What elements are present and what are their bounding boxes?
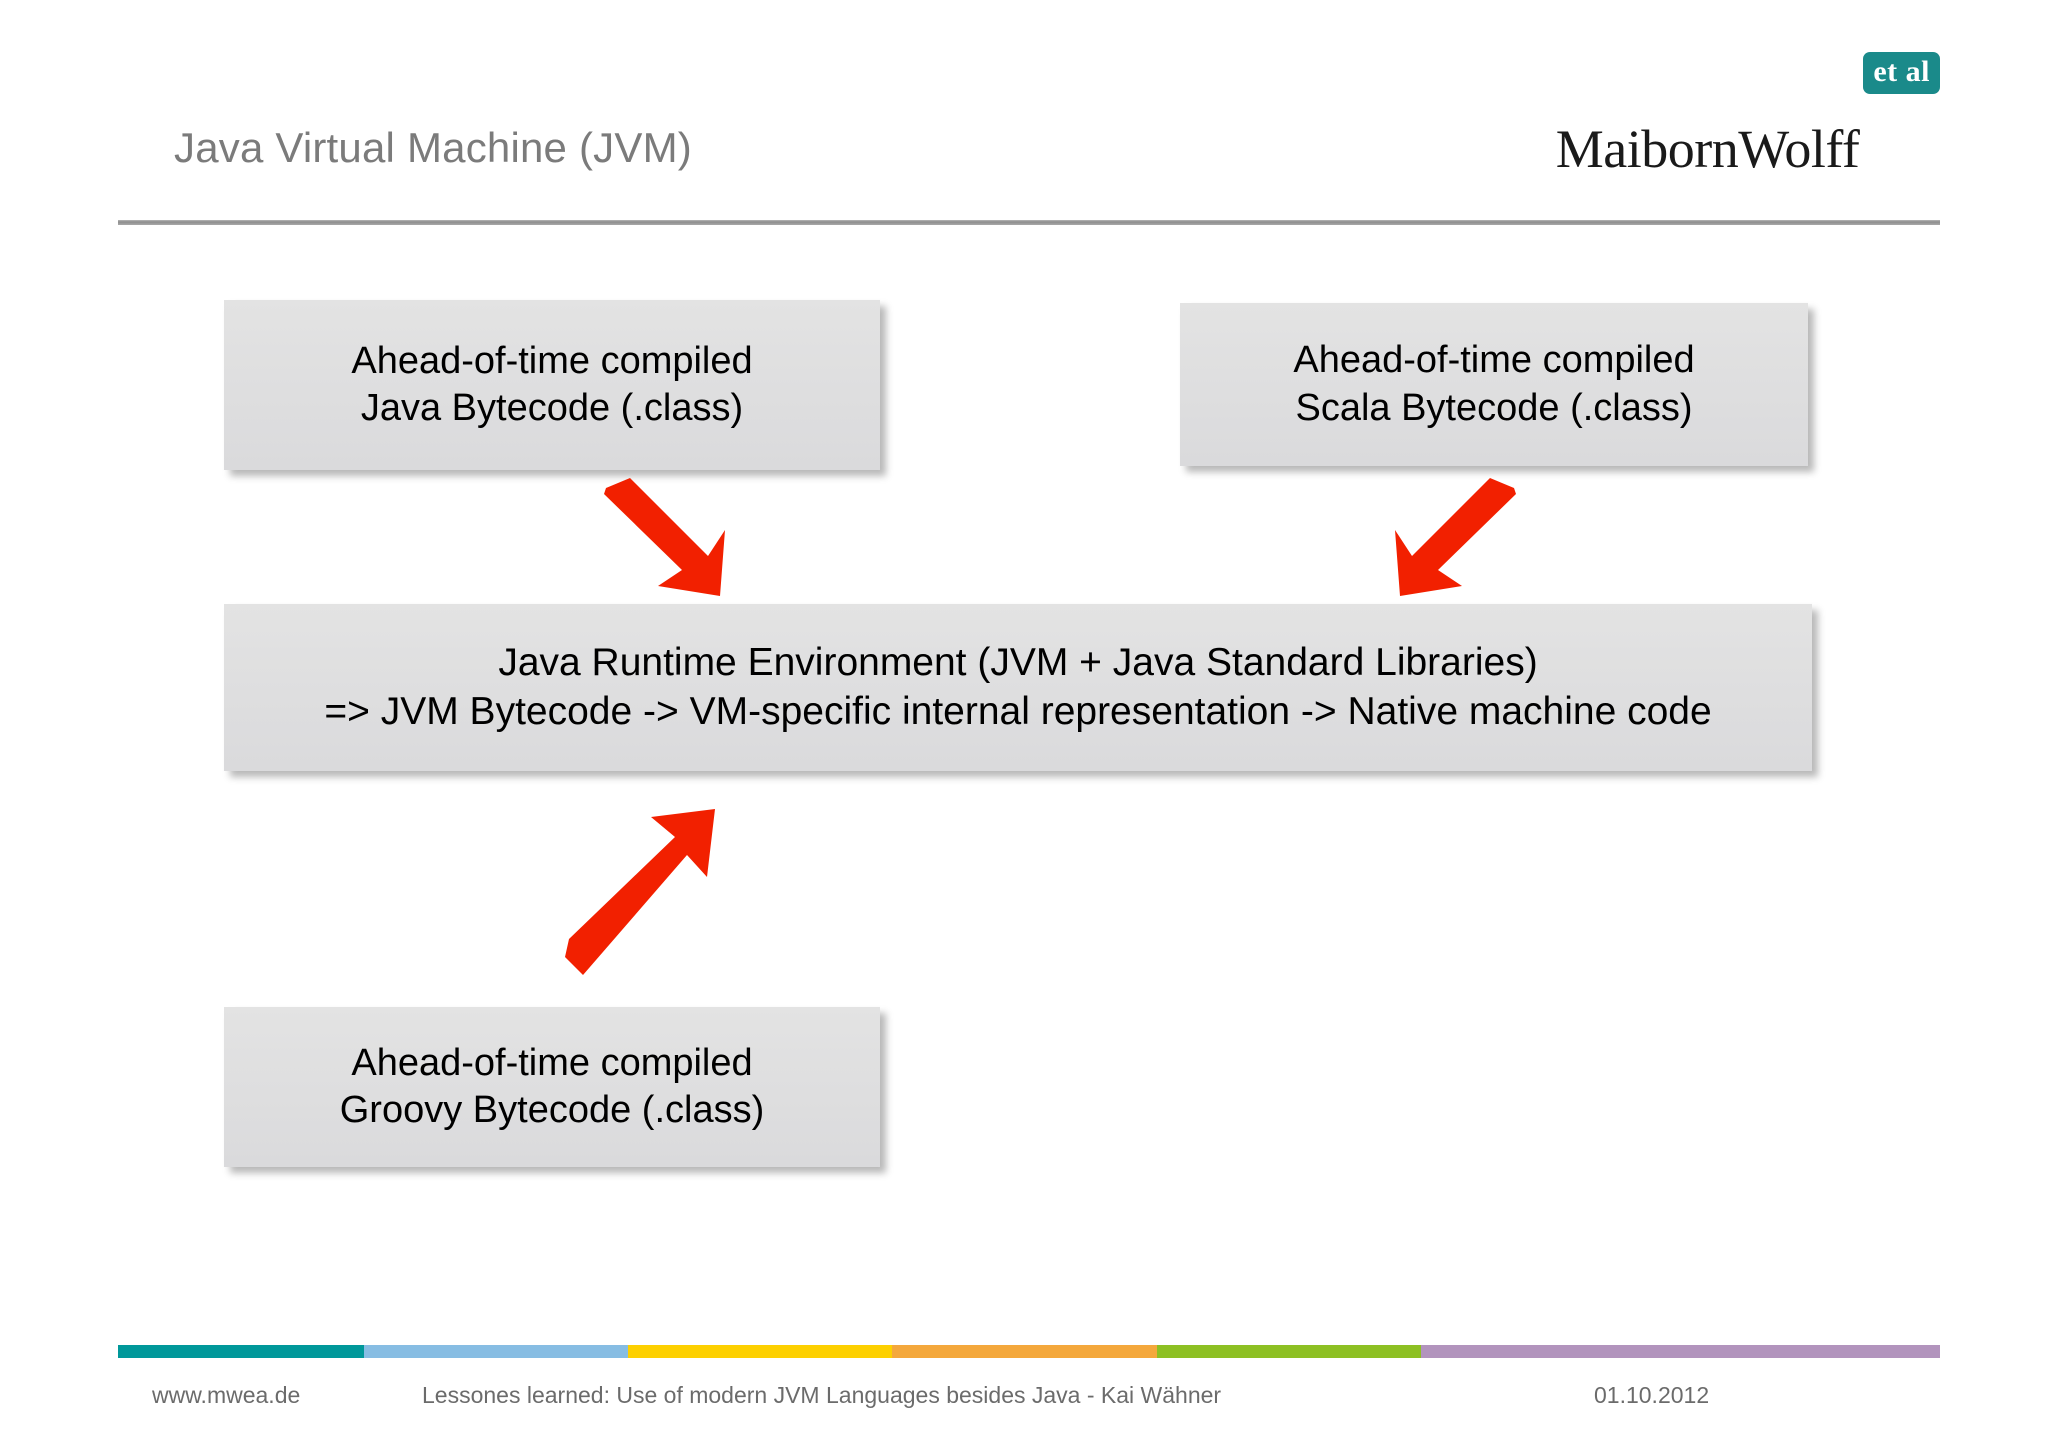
footer-colorbar-segment-green: [1156, 1345, 1421, 1358]
box-scala-line1: Ahead-of-time compiled: [1293, 339, 1695, 382]
footer-website-url[interactable]: www.mwea.de: [152, 1382, 301, 1408]
footer-colorbar-segment-yellow: [628, 1345, 893, 1358]
footer-color-bar: [118, 1345, 1940, 1358]
box-jre-line2: => JVM Bytecode -> VM-specific internal …: [324, 689, 1712, 733]
arrow-up-right-icon: [565, 809, 715, 975]
logo-wordmark: MaibornWolff: [1555, 119, 1860, 179]
box-groovy-bytecode: Ahead-of-time compiled Groovy Bytecode (…: [224, 1007, 880, 1167]
footer-topic-text: Lessones learned: Use of modern JVM Lang…: [422, 1382, 1222, 1408]
box-scala-line2: Scala Bytecode (.class): [1295, 386, 1693, 429]
box-jre-line1: Java Runtime Environment (JVM + Java Sta…: [498, 641, 1538, 685]
box-java-bytecode: Ahead-of-time compiled Java Bytecode (.c…: [224, 300, 880, 470]
page-title: Java Virtual Machine (JVM): [174, 124, 692, 171]
box-java-line2: Java Bytecode (.class): [360, 387, 744, 429]
logo-et-al-badge: et al: [1863, 52, 1940, 94]
box-groovy-line2: Groovy Bytecode (.class): [339, 1089, 765, 1131]
box-scala-bytecode: Ahead-of-time compiled Scala Bytecode (.…: [1180, 303, 1808, 466]
footer-colorbar-segment-light-blue: [363, 1345, 629, 1358]
box-java-runtime-environment: Java Runtime Environment (JVM + Java Sta…: [224, 604, 1812, 771]
arrow-down-right-icon: [604, 478, 725, 596]
header-divider: [118, 220, 1940, 225]
footer-date: 01.10.2012: [1594, 1382, 1710, 1408]
footer-colorbar-segment-purple: [1420, 1345, 1940, 1358]
box-java-line1: Ahead-of-time compiled: [351, 339, 753, 382]
footer-colorbar-segment-teal: [118, 1345, 364, 1358]
box-groovy-line1: Ahead-of-time compiled: [351, 1041, 753, 1084]
arrow-down-left-icon: [1395, 478, 1516, 596]
footer-colorbar-segment-orange: [892, 1345, 1157, 1358]
company-logo: MaibornWolff et al: [1555, 52, 1940, 179]
